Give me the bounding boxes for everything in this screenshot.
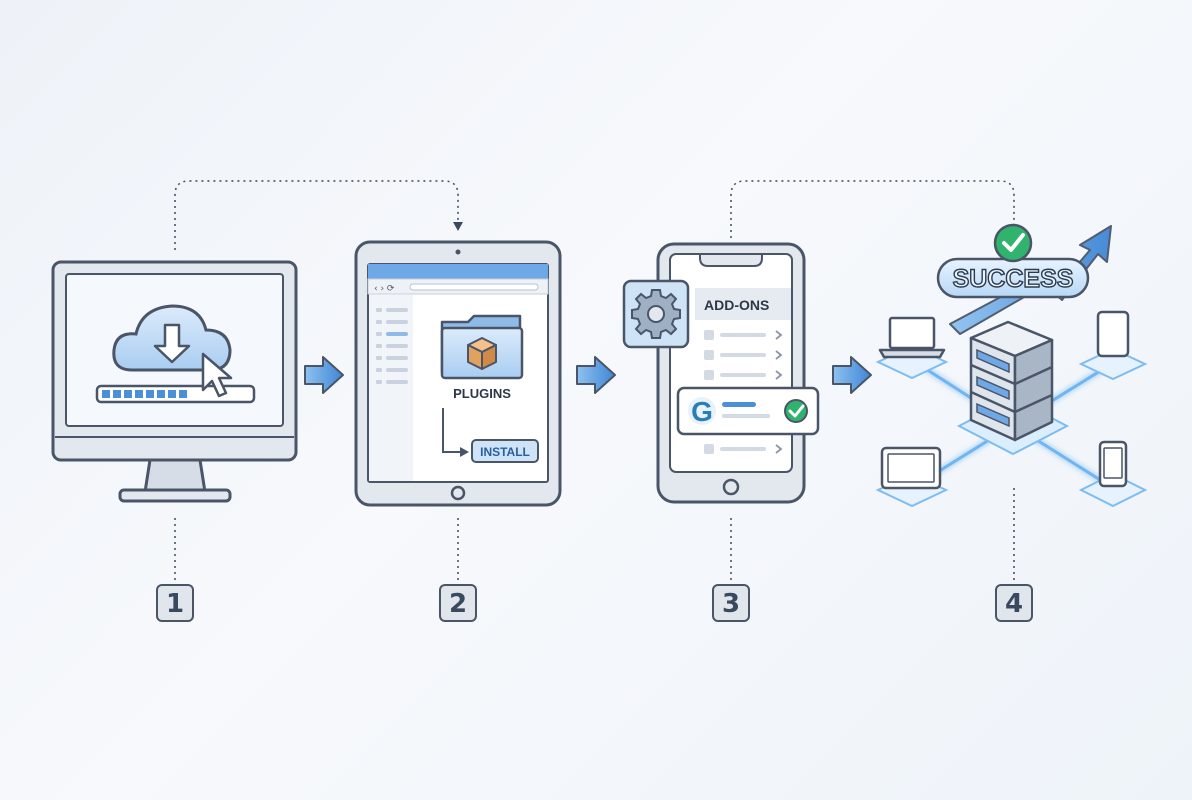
svg-text:‹ › ⟳: ‹ › ⟳ [374, 284, 395, 294]
step-number-box-4 [995, 584, 1033, 622]
addons-menu-title: ADD-ONS [704, 297, 769, 313]
desktop-download-icon [51, 260, 298, 503]
plugins-folder-label: PLUGINS [453, 386, 511, 401]
plugin-logo-letter: G [691, 396, 713, 427]
success-banner: SUCCESS [953, 265, 1074, 293]
flow-arrow-1 [304, 356, 344, 394]
flow-arrow-3 [832, 356, 872, 394]
flow-arrow-2 [576, 356, 616, 394]
phone-addons-icon [622, 242, 820, 504]
connector-3-to-4 [730, 180, 1015, 238]
connector-1-to-2-arrowhead [453, 222, 463, 231]
step-number-3: 3 [722, 589, 740, 619]
number-leader-lines [174, 488, 1015, 580]
connector-1-to-2 [174, 180, 459, 250]
step-number-4: 4 [1005, 589, 1023, 619]
step-number-box-1 [156, 584, 194, 622]
install-button[interactable]: INSTALL [480, 445, 530, 459]
step-number-1: 1 [166, 589, 184, 619]
tablet-browser-icon: ‹ › ⟳ [354, 240, 562, 507]
step-number-box-2 [439, 584, 477, 622]
step-number-box-3 [712, 584, 750, 622]
server-network-icon [875, 223, 1148, 508]
step-number-2: 2 [449, 589, 467, 619]
